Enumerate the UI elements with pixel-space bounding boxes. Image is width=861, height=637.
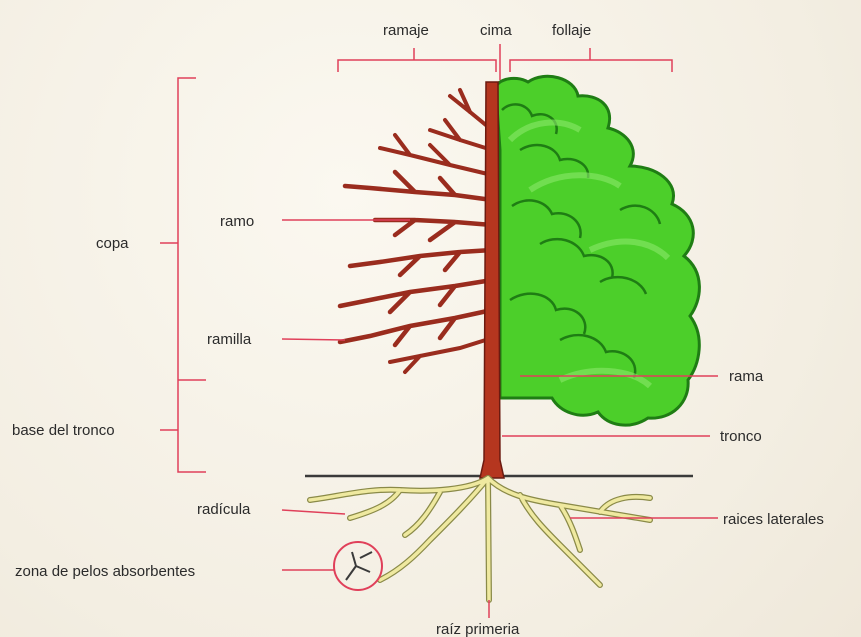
roots: [310, 478, 650, 600]
label-follaje: follaje: [552, 23, 591, 38]
label-ramilla: ramilla: [207, 332, 251, 347]
label-raices-laterales: raices laterales: [723, 512, 824, 527]
label-ramo: ramo: [220, 214, 254, 229]
absorbent-hairs: [346, 552, 372, 580]
label-raiz-primeria: raíz primeria: [436, 622, 519, 637]
label-zona-pelos-absorbentes: zona de pelos absorbentes: [15, 564, 195, 579]
label-tronco: tronco: [720, 429, 762, 444]
label-ramaje: ramaje: [383, 23, 429, 38]
label-rama: rama: [729, 369, 763, 384]
label-cima: cima: [480, 23, 512, 38]
branches: [340, 90, 492, 372]
label-copa: copa: [96, 236, 129, 251]
foliage: [496, 76, 700, 425]
label-radicula: radícula: [197, 502, 250, 517]
label-base-del-tronco: base del tronco: [12, 423, 115, 438]
